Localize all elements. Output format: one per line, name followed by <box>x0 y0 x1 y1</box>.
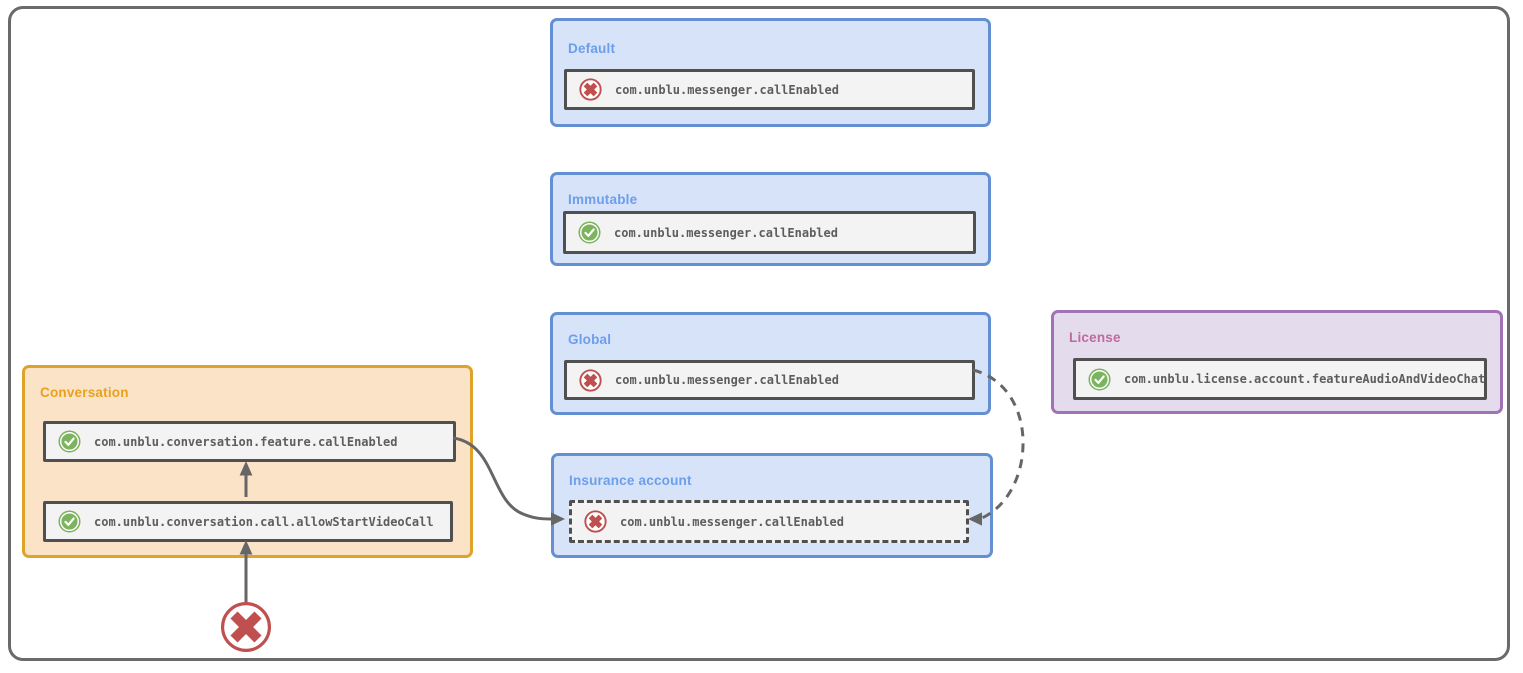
property-chip-default: com.unblu.messenger.callEnabled <box>564 69 975 110</box>
group-license: License com.unblu.license.account.featur… <box>1051 310 1503 414</box>
property-chip-conversation-allowstart: com.unblu.conversation.call.allowStartVi… <box>43 501 453 542</box>
property-chip-license: com.unblu.license.account.featureAudioAn… <box>1073 358 1487 400</box>
check-circle-icon <box>58 510 81 533</box>
property-name: com.unblu.messenger.callEnabled <box>615 82 839 97</box>
group-immutable: Immutable com.unblu.messenger.callEnable… <box>550 172 991 266</box>
property-name: com.unblu.conversation.feature.callEnabl… <box>94 434 398 449</box>
group-conversation-label: Conversation <box>40 385 129 400</box>
property-name: com.unblu.conversation.call.allowStartVi… <box>94 514 434 529</box>
group-default-label: Default <box>568 41 616 56</box>
group-conversation: Conversation com.unblu.conversation.feat… <box>22 365 473 558</box>
group-global-label: Global <box>568 332 612 347</box>
property-chip-global: com.unblu.messenger.callEnabled <box>564 360 975 400</box>
property-chip-conversation-feature: com.unblu.conversation.feature.callEnabl… <box>43 421 456 462</box>
group-insurance-account: Insurance account com.unblu.messenger.ca… <box>551 453 993 558</box>
group-global: Global com.unblu.messenger.callEnabled <box>550 312 991 415</box>
property-name: com.unblu.messenger.callEnabled <box>615 373 839 387</box>
group-license-label: License <box>1069 330 1121 345</box>
group-default: Default com.unblu.messenger.callEnabled <box>550 18 991 127</box>
cross-circle-icon <box>579 368 602 392</box>
property-name: com.unblu.license.account.featureAudioAn… <box>1124 372 1486 386</box>
property-chip-insurance-inherited: com.unblu.messenger.callEnabled <box>569 500 969 543</box>
diagram-outer-frame <box>8 6 1510 661</box>
cross-circle-icon <box>584 510 607 533</box>
check-circle-icon <box>58 430 81 453</box>
group-insurance-account-label: Insurance account <box>569 473 692 488</box>
property-name: com.unblu.messenger.callEnabled <box>620 514 844 529</box>
cross-circle-icon <box>579 78 602 101</box>
check-circle-icon <box>1088 367 1111 391</box>
check-circle-icon <box>578 221 601 244</box>
property-name: com.unblu.messenger.callEnabled <box>614 225 838 240</box>
group-immutable-label: Immutable <box>568 192 638 207</box>
property-chip-immutable: com.unblu.messenger.callEnabled <box>563 211 976 254</box>
